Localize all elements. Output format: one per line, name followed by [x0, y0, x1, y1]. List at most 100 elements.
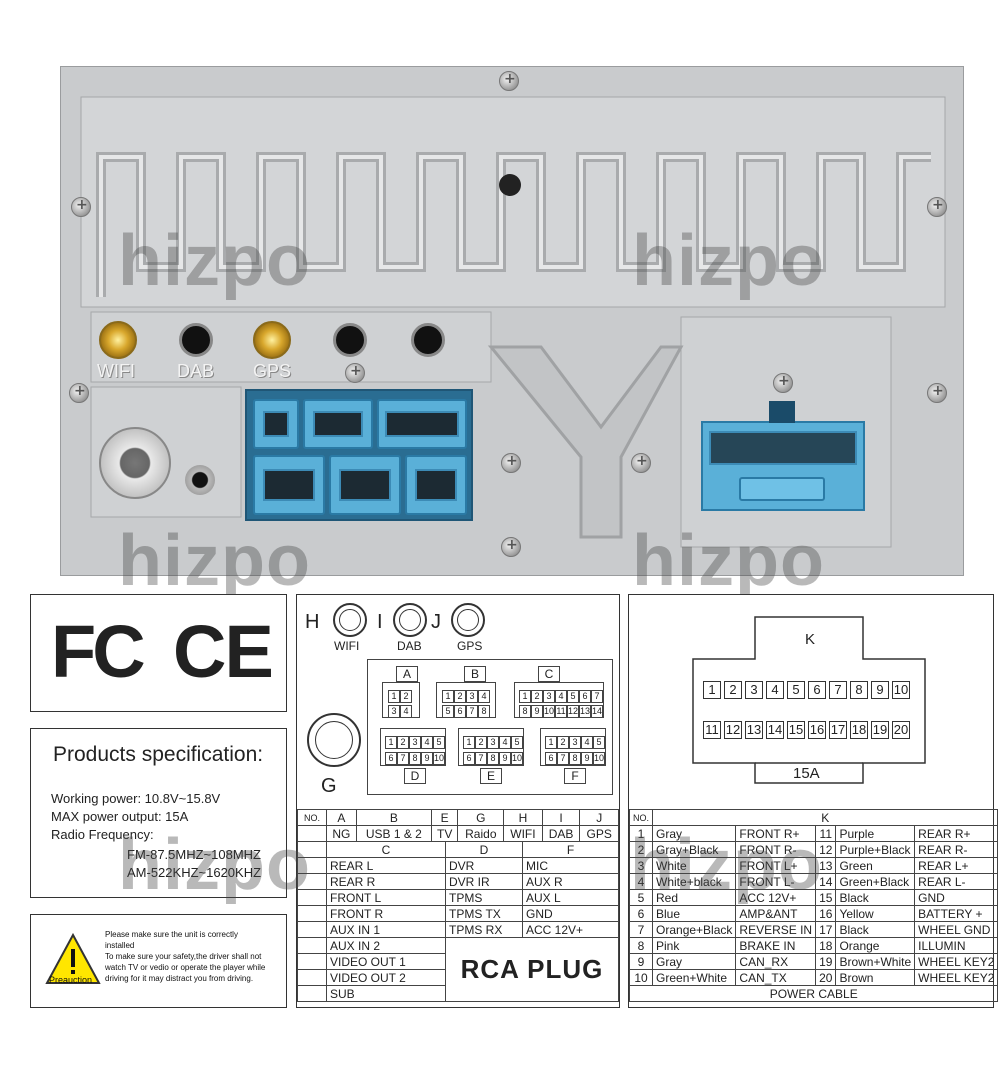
table-cell: 9: [628, 953, 654, 970]
table-cell: FRONT L: [326, 889, 446, 906]
power-cable-footer: POWER CABLE: [628, 985, 999, 1002]
screw-icon: [499, 71, 519, 91]
pin: 10: [543, 705, 555, 718]
pin: 9: [871, 681, 889, 699]
dab-antenna-port: [179, 323, 213, 357]
letter-i: I: [377, 611, 383, 633]
pin: 6: [545, 752, 557, 765]
block-e-letter: E: [480, 768, 502, 784]
table-cell: GPS: [579, 825, 619, 842]
head-unit-rear-photo: WIFI DAB GPS: [60, 66, 964, 576]
spec-am: AM-522KHZ~1620KHZ: [127, 865, 262, 880]
pin: 7: [557, 752, 569, 765]
pin: 3: [388, 705, 400, 718]
pin: 1: [519, 690, 531, 703]
table-cell: 14: [815, 873, 837, 890]
table-cell: ACC 12V+: [522, 921, 619, 938]
table-cell: Green: [835, 857, 916, 874]
connector-b: [303, 399, 373, 449]
table-cell: AUX IN 2: [326, 937, 446, 954]
pin: 7: [475, 752, 487, 765]
dab-port-label: DAB: [177, 361, 215, 381]
table-header: G: [457, 809, 505, 826]
table-cell: Green+Black: [835, 873, 916, 890]
pin: 9: [581, 752, 593, 765]
table-cell: REAR R: [326, 873, 446, 890]
table-cell: [297, 969, 327, 986]
table-cell: FRONT R: [326, 905, 446, 922]
warning-line: watch TV or vedio or operate the player …: [105, 963, 266, 972]
table-cell: AUX R: [522, 873, 619, 890]
fuse-icon: [739, 477, 825, 501]
pin: 4: [478, 690, 490, 703]
table-cell: REAR L+: [914, 857, 999, 874]
pin: 3: [569, 736, 581, 749]
table-cell: Brown: [835, 969, 916, 986]
pin: 1: [385, 736, 397, 749]
pin: 9: [531, 705, 543, 718]
letter-h: H: [305, 611, 320, 633]
table-cell: CAN_RX: [735, 953, 817, 970]
table-cell: Black: [835, 921, 916, 938]
pin: 14: [591, 705, 603, 718]
warning-box: Preauction Please make sure the unit is …: [30, 914, 287, 1008]
table-header: A: [326, 809, 357, 826]
pin: 5: [433, 736, 445, 749]
table-cell: Black: [835, 889, 916, 906]
table-cell: GND: [522, 905, 619, 922]
table-cell: 13: [815, 857, 837, 874]
connector-k-letter: K: [805, 631, 816, 648]
pin: 2: [724, 681, 742, 699]
table-cell: CAN_TX: [735, 969, 817, 986]
connector-d: [253, 455, 325, 515]
aux-port-hole: [411, 323, 445, 357]
pin: 17: [829, 721, 847, 739]
pin: 4: [766, 681, 784, 699]
pin: 3: [543, 690, 555, 703]
table-cell: VIDEO OUT 2: [326, 969, 446, 986]
pin: 8: [409, 752, 421, 765]
table-cell: TPMS: [445, 889, 523, 906]
spec-box: Products specification: Working power: 1…: [30, 728, 287, 898]
table-cell: 15: [815, 889, 837, 906]
screw-icon: [927, 197, 947, 217]
table-cell: Green+White: [652, 969, 737, 986]
pin: 9: [499, 752, 511, 765]
table-cell: Blue: [652, 905, 737, 922]
gps-antenna-port: [253, 321, 291, 359]
table-cell: [297, 985, 327, 1002]
watermark: hizpo: [632, 221, 825, 301]
table-cell: DVR IR: [445, 873, 523, 890]
pin: 12: [724, 721, 742, 739]
pin: 10: [593, 752, 605, 765]
rca-connector-block: [245, 389, 473, 521]
table-cell: [297, 921, 327, 938]
connector-a: [253, 399, 299, 449]
table-cell: Raido: [457, 825, 505, 842]
pin: 10: [892, 681, 910, 699]
pin: 8: [850, 681, 868, 699]
table-cell: VIDEO OUT 1: [326, 953, 446, 970]
connector-f: [405, 455, 467, 515]
pin: 14: [766, 721, 784, 739]
table-cell: Purple: [835, 825, 916, 842]
table-cell: WHEEL GND: [914, 921, 999, 938]
pin: 11: [555, 705, 567, 718]
pin: 7: [397, 752, 409, 765]
warning-icon-label: Preauction: [49, 975, 93, 985]
table-cell: AMP&ANT: [735, 905, 817, 922]
table-cell: BRAKE IN: [735, 937, 817, 954]
rca-pin-table: NO. A B E G H I J NG USB 1 & 2 TV Raido …: [297, 809, 619, 842]
table-header: J: [579, 809, 619, 826]
table-cell: NG: [326, 825, 357, 842]
pin: 2: [454, 690, 466, 703]
